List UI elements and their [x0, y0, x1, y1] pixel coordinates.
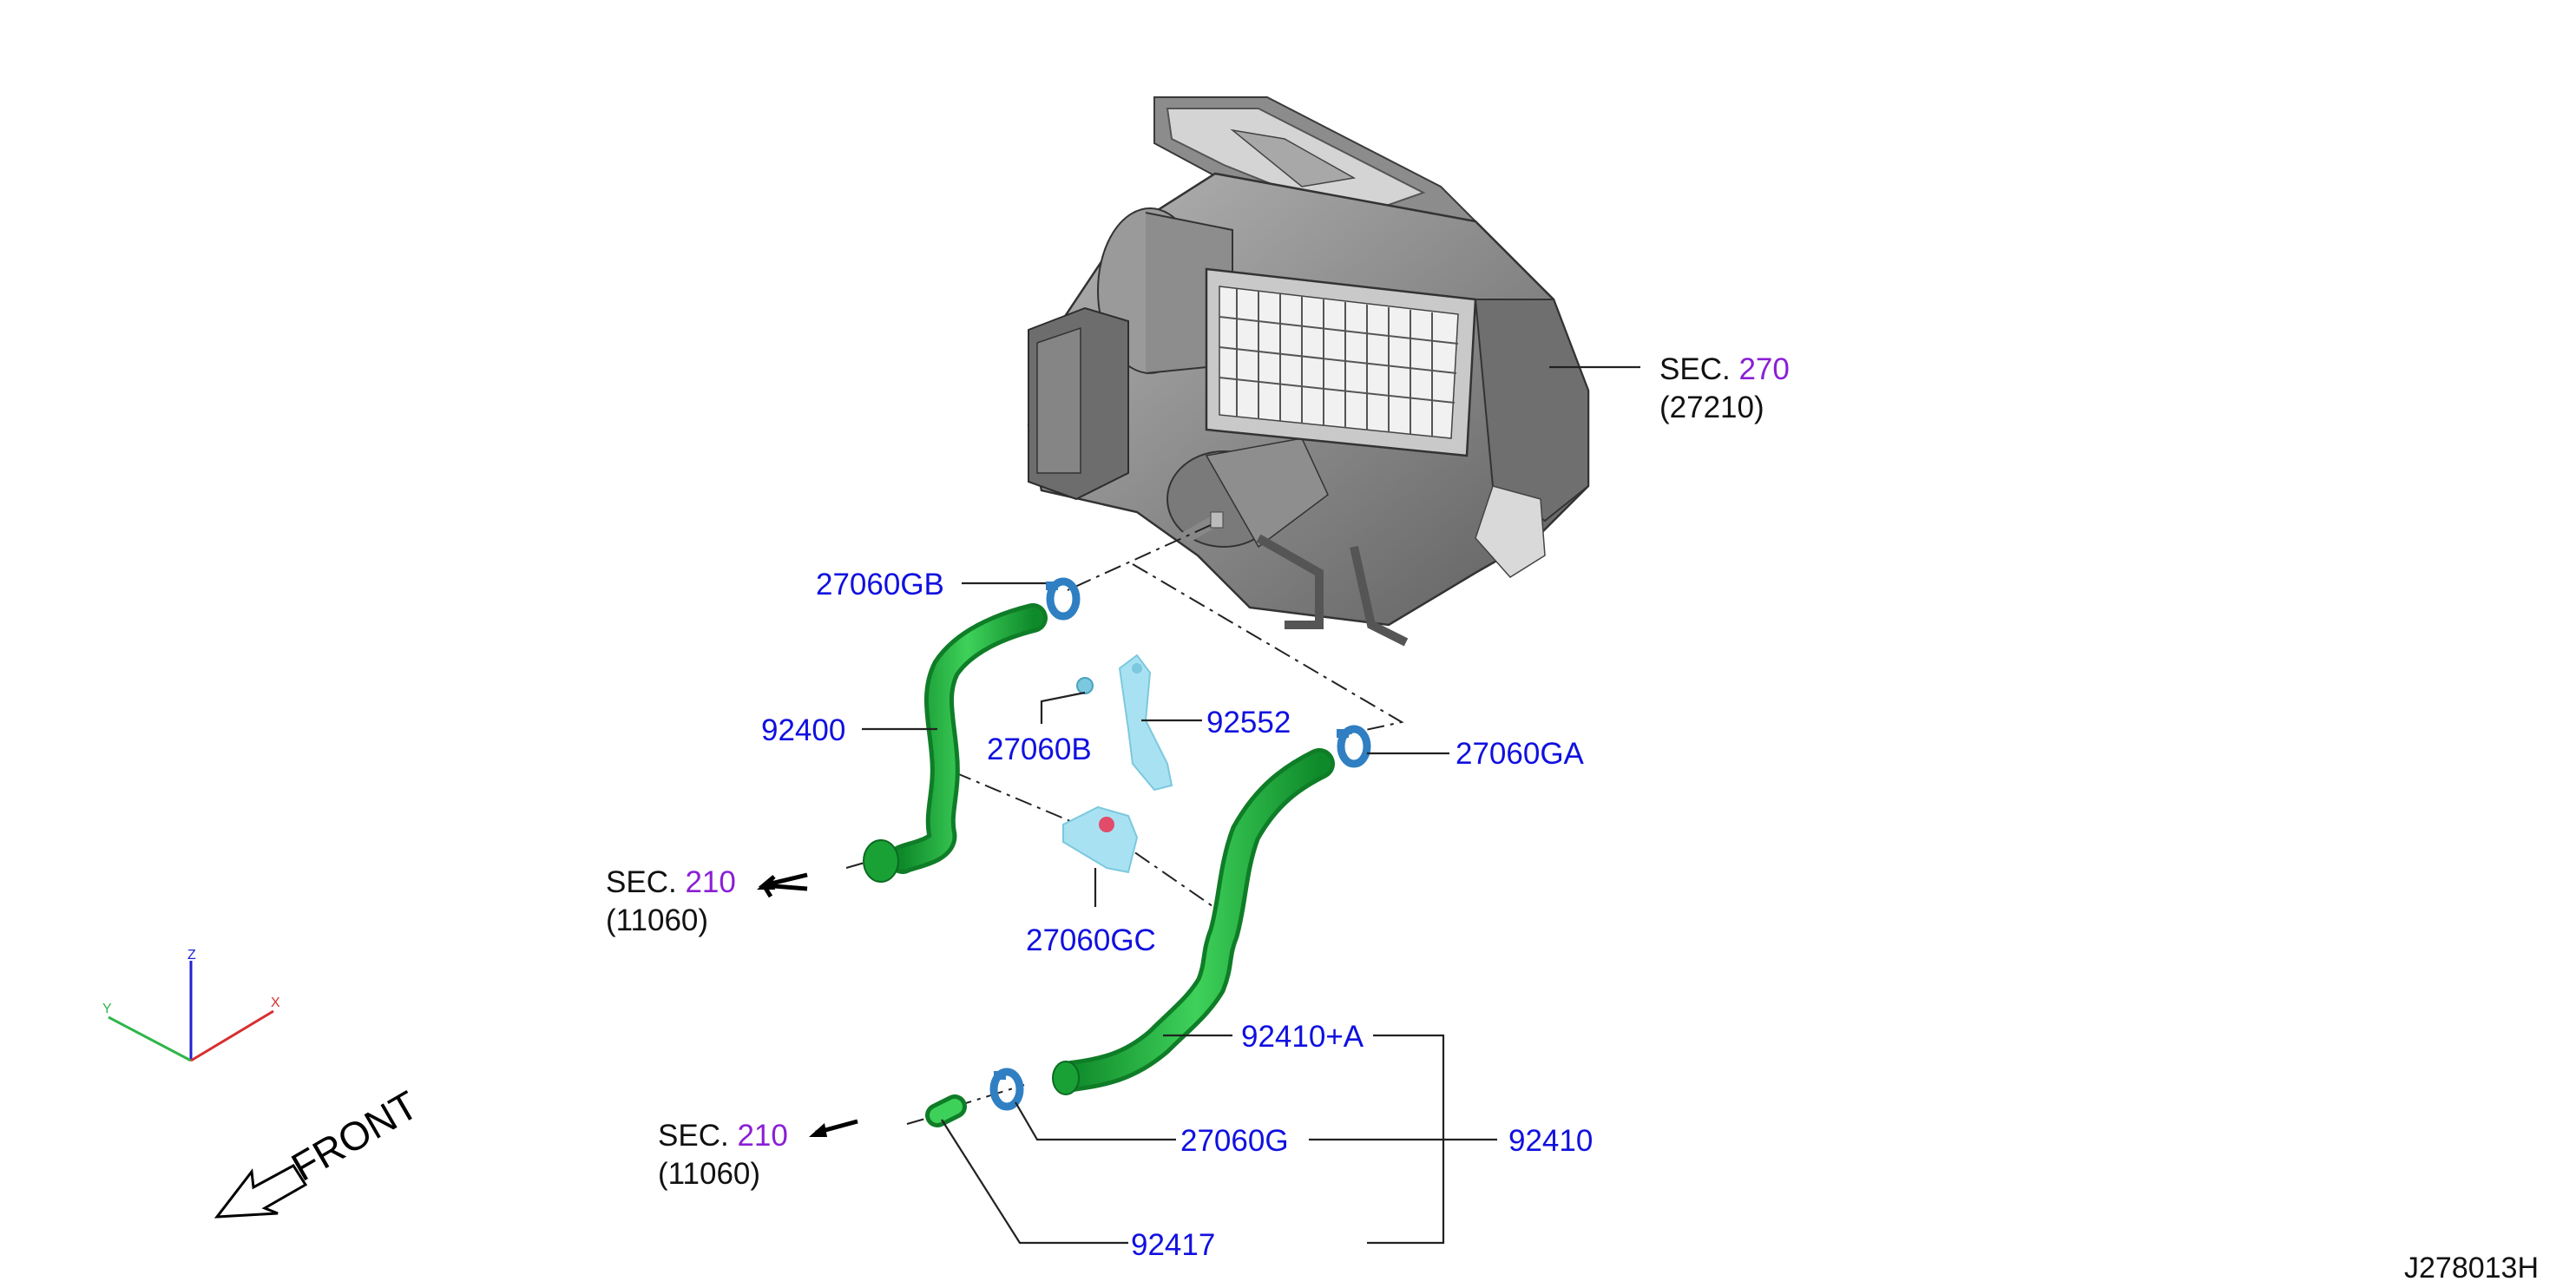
section-prefix: SEC.	[606, 865, 677, 899]
diagram-id: J278013H	[2404, 1252, 2539, 1285]
hose-92400[interactable]	[863, 603, 1048, 883]
section-prefix: SEC.	[658, 1119, 729, 1153]
part-label-27060GC[interactable]: 27060GC	[1026, 923, 1156, 957]
part-label-27060B[interactable]: 27060B	[987, 733, 1092, 766]
clamp-27060GB[interactable]	[1046, 577, 1081, 621]
svg-text:SEC. 210: SEC. 210	[606, 865, 736, 899]
part-label-27060GB[interactable]: 27060GB	[816, 568, 944, 601]
section-number: 210	[685, 865, 735, 899]
axis-triad: Z Y X	[102, 948, 280, 1062]
part-label-92410-plus-a[interactable]: 92410+A	[1241, 1020, 1364, 1054]
section-ref-code: (11060)	[606, 904, 708, 937]
svg-text:SEC. 210: SEC. 210	[658, 1119, 788, 1153]
part-label-27060G[interactable]: 27060G	[1180, 1124, 1289, 1158]
section-ref-code: (27210)	[1659, 391, 1764, 424]
bracket-92552[interactable]	[1118, 654, 1173, 792]
axis-y-label: Y	[102, 1002, 112, 1016]
part-label-92410[interactable]: 92410	[1508, 1124, 1593, 1158]
front-indicator: FRONT	[214, 1081, 425, 1219]
hose-92410[interactable]	[1052, 748, 1335, 1095]
clamp-27060GA[interactable]	[1337, 725, 1371, 768]
part-label-27060GA[interactable]: 27060GA	[1456, 737, 1585, 771]
section-prefix: SEC.	[1659, 352, 1731, 386]
section-number: 210	[737, 1119, 787, 1153]
axis-x-label: X	[271, 996, 280, 1010]
heater-unit-assembly[interactable]	[1027, 96, 1590, 647]
leader-lines	[862, 365, 1640, 1245]
front-arrow-icon	[214, 1164, 308, 1219]
front-label: FRONT	[284, 1081, 425, 1189]
part-label-92552[interactable]: 92552	[1206, 706, 1291, 739]
clip-27060B[interactable]	[1076, 677, 1094, 694]
hose-92417[interactable]	[925, 1094, 967, 1127]
section-ref-270[interactable]: SEC. 270 (27210)	[1659, 352, 1790, 424]
clamp-27060G[interactable]	[989, 1068, 1024, 1111]
part-label-92400[interactable]: 92400	[761, 713, 845, 747]
svg-text:SEC. 270: SEC. 270	[1659, 352, 1790, 386]
section-ref-210-upper[interactable]: SEC. 210 (11060)	[606, 865, 736, 937]
section-ref-210-lower[interactable]: SEC. 210 (11060)	[658, 1119, 788, 1191]
bracket-27060GC[interactable]	[1062, 805, 1139, 874]
axis-z-label: Z	[187, 948, 196, 963]
part-label-92417[interactable]: 92417	[1131, 1228, 1215, 1262]
section-ref-code: (11060)	[658, 1157, 760, 1191]
section-number: 270	[1738, 352, 1789, 386]
